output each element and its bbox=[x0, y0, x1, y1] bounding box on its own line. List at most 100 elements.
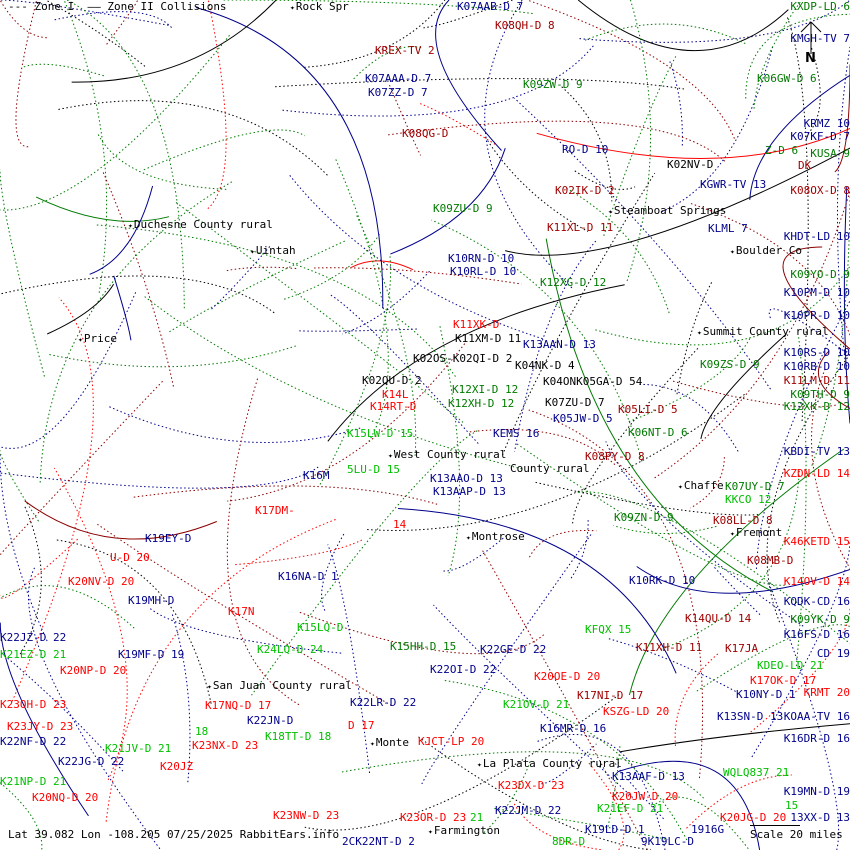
station-label[interactable]: 8DR-D bbox=[552, 835, 586, 848]
station-label[interactable]: K20JZ bbox=[160, 760, 194, 773]
station-label[interactable]: K09ZW-D 9 bbox=[523, 78, 583, 91]
station-label[interactable]: K21OV-D 21 bbox=[503, 698, 570, 711]
station-label[interactable]: K10RK-D 10 bbox=[629, 574, 696, 587]
station-label[interactable]: K17DM- bbox=[255, 504, 295, 517]
station-label[interactable]: KREX-TV 2 bbox=[375, 44, 435, 57]
station-label[interactable]: K07ZZ-D 7 bbox=[368, 86, 428, 99]
station-label[interactable]: K17N bbox=[228, 605, 255, 618]
station-label[interactable]: K12XI-D 12 bbox=[452, 383, 519, 396]
station-label[interactable]: KJCT-LP 20 bbox=[418, 735, 485, 748]
place-label[interactable]: Duchesne County rural bbox=[128, 219, 273, 232]
station-label[interactable]: K14OV-D 14 bbox=[783, 575, 850, 588]
station-label[interactable]: 21 bbox=[470, 811, 484, 824]
place-label[interactable]: San Juan County rural bbox=[207, 680, 352, 693]
station-label[interactable]: K23NX-D 23 bbox=[192, 739, 259, 752]
place-label[interactable]: Montrose bbox=[466, 531, 525, 544]
station-label[interactable]: K05JW-D 5 bbox=[553, 412, 613, 425]
place-label[interactable]: West County rural bbox=[388, 449, 507, 462]
station-label[interactable]: K17JA bbox=[725, 642, 759, 655]
station-label[interactable]: K08MB-D bbox=[747, 554, 794, 567]
station-label[interactable]: K11XH-D 11 bbox=[636, 641, 703, 654]
station-label[interactable]: K04NK-D 4 bbox=[515, 359, 575, 372]
station-label[interactable]: K11LM-D 11 bbox=[783, 374, 850, 387]
station-label[interactable]: K07UY-D 7 bbox=[725, 480, 785, 493]
station-label[interactable]: County rural bbox=[510, 462, 590, 475]
station-label[interactable]: K17NQ-D 17 bbox=[205, 699, 272, 712]
station-label[interactable]: K20NQ-D 20 bbox=[32, 791, 99, 804]
station-label[interactable]: D 17 bbox=[348, 719, 375, 732]
station-label[interactable]: K11XM-D 11 bbox=[455, 332, 522, 345]
station-label[interactable]: K22JZ-D 22 bbox=[0, 631, 67, 644]
station-label[interactable]: K07AAA-D 7 bbox=[365, 72, 432, 85]
station-label[interactable]: K09ZS-D 9 bbox=[700, 358, 760, 371]
station-label[interactable]: K08LL-D 8 bbox=[713, 514, 773, 527]
station-label[interactable]: KKCO 12 bbox=[725, 493, 772, 506]
station-label[interactable]: K16M bbox=[303, 469, 330, 482]
place-label[interactable]: Summit County rural bbox=[697, 326, 829, 339]
station-label[interactable]: K16MR-D 16 bbox=[540, 722, 607, 735]
station-label[interactable]: K22JM-D 22 bbox=[495, 804, 562, 817]
station-label[interactable]: 2CK22NT-D 2 bbox=[342, 835, 415, 848]
station-label[interactable]: 13XX-D 13 bbox=[790, 811, 850, 824]
station-label[interactable]: K17NI-D 17 bbox=[577, 689, 644, 702]
station-label[interactable]: K12XK-D 12 bbox=[783, 400, 850, 413]
station-label[interactable]: K20NP-D 20 bbox=[60, 664, 127, 677]
station-label[interactable]: KFQX 15 bbox=[585, 623, 632, 636]
station-label[interactable]: K19EY-D bbox=[145, 532, 192, 545]
station-label[interactable]: K19MH-D bbox=[128, 594, 175, 607]
station-label[interactable]: K15LQ-D bbox=[297, 621, 344, 634]
station-label[interactable]: K07AAB-D 7 bbox=[457, 0, 524, 13]
station-label[interactable]: KDEO-LD 21 bbox=[757, 659, 824, 672]
station-label[interactable]: KRMZ 10 bbox=[803, 117, 850, 130]
station-label[interactable]: K08QG-D bbox=[402, 127, 449, 140]
station-label[interactable]: KQDK-CD 16 bbox=[783, 595, 850, 608]
place-label[interactable]: Fremont bbox=[730, 527, 782, 540]
station-label[interactable]: U-D 20 bbox=[110, 551, 150, 564]
station-label[interactable]: KXDP-LD 6 bbox=[790, 0, 850, 13]
station-label[interactable]: KEMS 16 bbox=[493, 427, 540, 440]
station-label[interactable]: 15 bbox=[785, 799, 799, 812]
place-label[interactable]: Steamboat Springs bbox=[608, 205, 727, 218]
station-label[interactable]: K22NF-D 22 bbox=[0, 735, 67, 748]
station-label[interactable]: K16DR-D 16 bbox=[783, 732, 850, 745]
station-label[interactable]: K08PY-D 8 bbox=[585, 450, 645, 463]
station-label[interactable]: K46KETD 15 bbox=[783, 535, 850, 548]
station-label[interactable]: CD 19 bbox=[816, 647, 850, 660]
place-label[interactable]: Boulder Co bbox=[730, 245, 802, 258]
station-label[interactable]: 1916G bbox=[691, 823, 725, 836]
station-label[interactable]: K10RN-D 10 bbox=[448, 252, 515, 265]
station-label[interactable]: K19MN-D 19 bbox=[783, 785, 850, 798]
station-label[interactable]: K21EZ-D 21 bbox=[0, 648, 67, 661]
station-label[interactable]: K14L bbox=[382, 388, 409, 401]
station-label[interactable]: DK bbox=[798, 159, 812, 172]
station-label[interactable]: K22LR-D 22 bbox=[350, 696, 417, 709]
station-label[interactable]: K15LW-D 15 bbox=[347, 427, 414, 440]
station-label[interactable]: K23DX-D 23 bbox=[498, 779, 565, 792]
station-label[interactable]: K13AAF-D 13 bbox=[612, 770, 685, 783]
station-label[interactable]: K23OR-D 23 bbox=[400, 811, 467, 824]
place-label[interactable]: La Plata County rural bbox=[477, 758, 622, 771]
station-label[interactable]: K10PR-D 10 bbox=[783, 309, 850, 322]
station-label[interactable]: 14 bbox=[393, 518, 407, 531]
station-label[interactable]: K09ZN-D 9 bbox=[614, 511, 674, 524]
station-label[interactable]: K10PM-D 10 bbox=[783, 286, 850, 299]
station-label[interactable]: KGWR-TV 13 bbox=[700, 178, 767, 191]
station-label[interactable]: K08OX-D 8 bbox=[790, 184, 850, 197]
station-label[interactable]: KOAA-TV 16 bbox=[783, 710, 850, 723]
station-label[interactable]: KRMT 20 bbox=[803, 686, 850, 699]
station-label[interactable]: K10NY-D 1 bbox=[736, 688, 796, 701]
place-label[interactable]: Farmington bbox=[428, 825, 500, 838]
station-label[interactable]: K23OH-D 23 bbox=[0, 698, 67, 711]
station-label[interactable]: K02NV-D bbox=[667, 158, 714, 171]
station-label[interactable]: K07KF-D 7 bbox=[790, 130, 850, 143]
place-label[interactable]: Uintah bbox=[250, 245, 296, 258]
station-label[interactable]: 5LU-D 15 bbox=[347, 463, 400, 476]
station-label[interactable]: WQLQ837 21 bbox=[723, 766, 790, 779]
place-label[interactable]: Rock Spr bbox=[290, 1, 349, 14]
station-label[interactable]: K10RS-D 10 bbox=[783, 346, 850, 359]
station-label[interactable]: K20NV-D 20 bbox=[68, 575, 135, 588]
station-label[interactable]: K06NT-D 6 bbox=[628, 426, 688, 439]
station-label[interactable]: KUSA 9 bbox=[810, 147, 850, 160]
station-label[interactable]: K22GE-D 22 bbox=[480, 643, 547, 656]
station-label[interactable]: K20JG-D 20 bbox=[720, 811, 787, 824]
